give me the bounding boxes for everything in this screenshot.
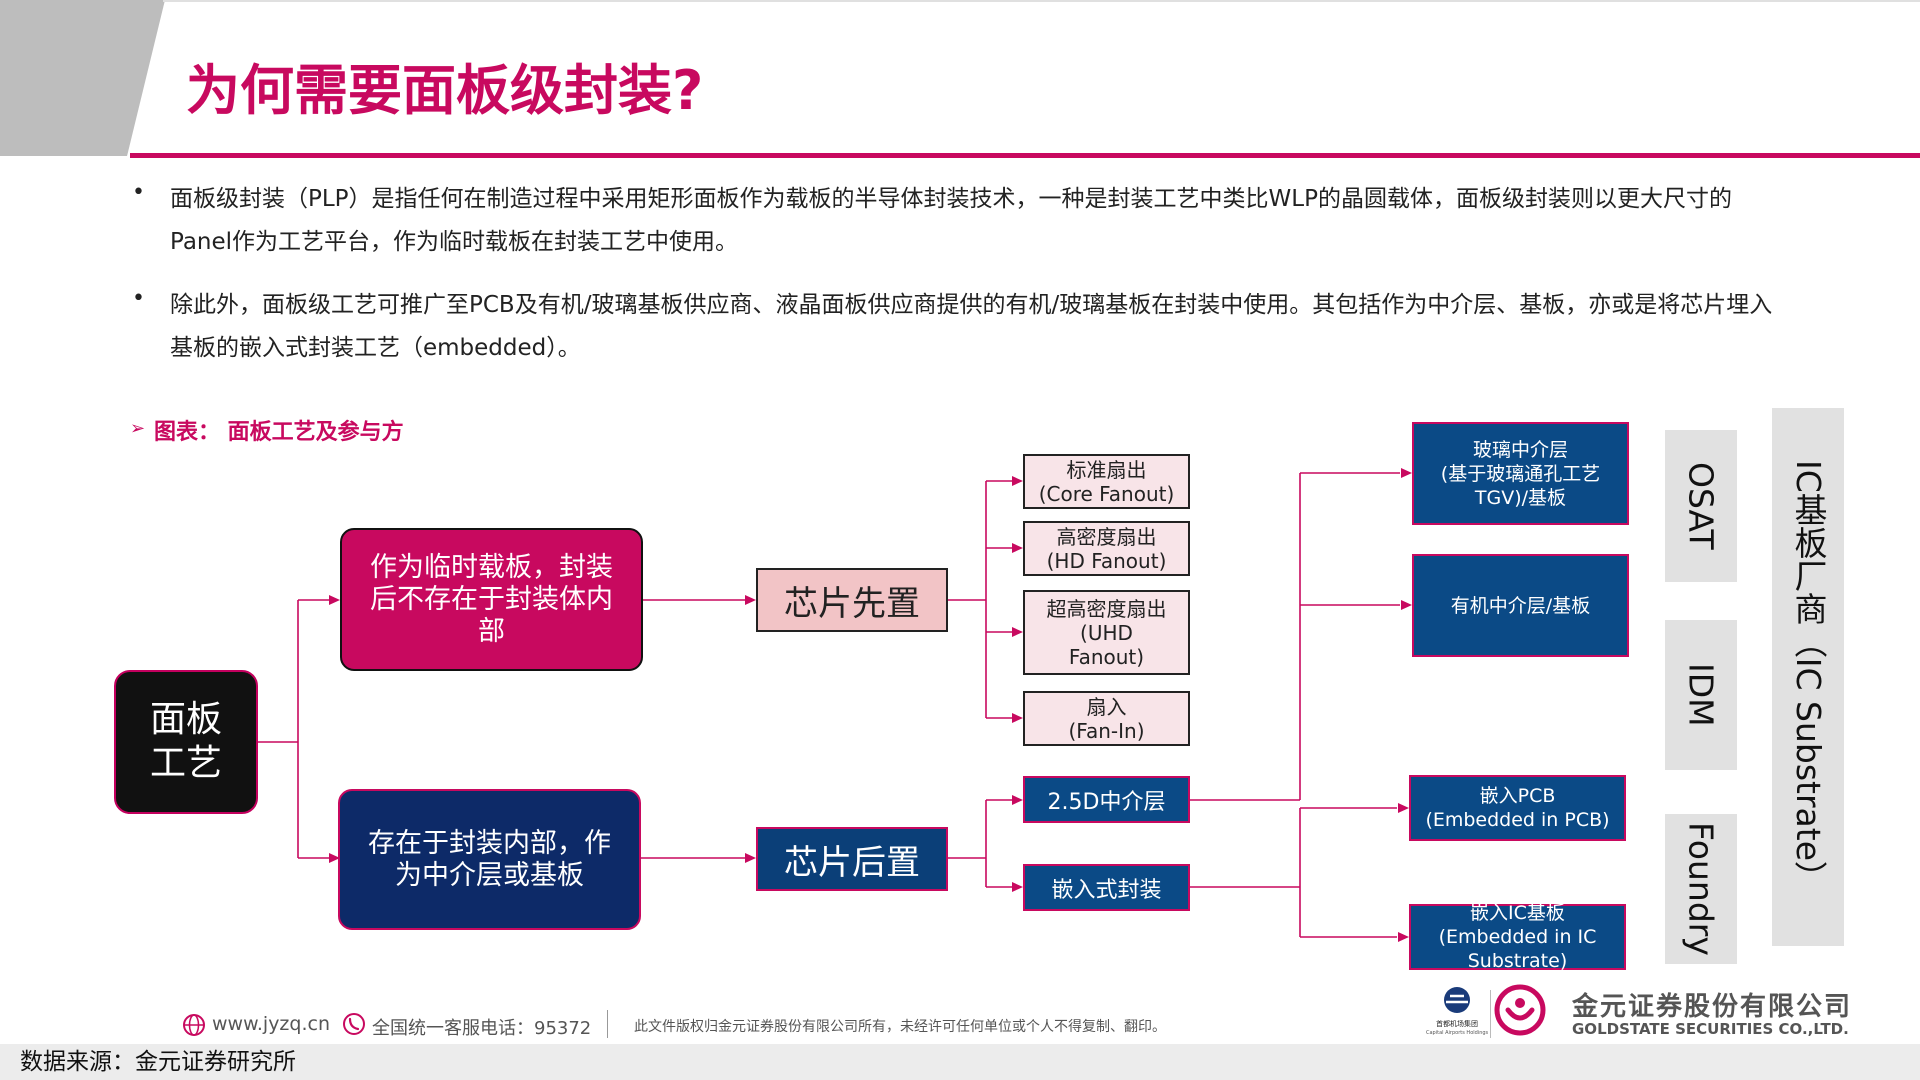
bullet-2: 除此外，面板级工艺可推广至PCB及有机/玻璃基板供应商、液晶面板供应商提供的有机… (170, 284, 1870, 370)
bullet-marker: • (132, 286, 145, 311)
bullet-1-line-2: Panel作为工艺平台，作为临时载板在封装工艺中使用。 (170, 229, 739, 255)
node-organic-interposer: 有机中介层/基板 (1412, 554, 1629, 657)
company-name-cn: 金元证券股份有限公司 (1572, 992, 1853, 1022)
globe-icon (182, 1013, 206, 1037)
vendor-osat: OSAT (1665, 430, 1737, 582)
node-panel-process: 面板 工艺 (114, 670, 258, 814)
bullet-1: 面板级封装（PLP）是指任何在制造过程中采用矩形面板作为载板的半导体封装技术，一… (170, 178, 1870, 264)
partner-name-cn: 首都机场集团 (1436, 1020, 1478, 1028)
node-glass-interposer: 玻璃中介层 (基于玻璃通孔工艺 TGV)/基板 (1412, 422, 1629, 525)
bullet-2-line-1: 除此外，面板级工艺可推广至PCB及有机/玻璃基板供应商、液晶面板供应商提供的有机… (170, 292, 1773, 318)
page-title: 为何需要面板级封装? (186, 59, 704, 122)
header-rule (130, 153, 1920, 158)
vendor-foundry: Foundry (1665, 814, 1737, 964)
node-embedded-ic-substrate: 嵌入IC基板 (Embedded in IC Substrate) (1409, 902, 1626, 972)
source-bar (0, 1044, 1920, 1080)
node-core-fanout: 标准扇出 (Core Fanout) (1023, 454, 1190, 509)
node-inside-package: 存在于封装内部，作 为中介层或基板 (338, 789, 641, 930)
partner-logo: 首都机场集团 Capital Airports Holdings (1426, 985, 1488, 1041)
node-embedded-package: 嵌入式封装 (1023, 864, 1190, 911)
phone-icon (342, 1012, 366, 1036)
bullet-2-line-2: 基板的嵌入式封装工艺（embedded）。 (170, 335, 581, 361)
node-temporary-carrier: 作为临时载板，封装 后不存在于封装体内 部 (340, 528, 643, 671)
partner-emblem-icon (1444, 987, 1470, 1013)
node-uhd-fanout: 超高密度扇出 (UHD Fanout) (1023, 590, 1190, 675)
vendor-idm: IDM (1665, 620, 1737, 770)
node-2-5d-interposer: 2.5D中介层 (1023, 776, 1190, 823)
footer-hotline: 全国统一客服电话：95372 (372, 1018, 592, 1039)
bullet-1-line-1: 面板级封装（PLP）是指任何在制造过程中采用矩形面板作为载板的半导体封装技术，一… (170, 186, 1732, 212)
header-top-line (163, 0, 1920, 2)
node-embedded-pcb: 嵌入PCB (Embedded in PCB) (1409, 775, 1626, 841)
vendor-ic-substrate: IC基板厂商（IC Substrate） (1772, 408, 1844, 946)
bullet-marker: • (132, 180, 145, 205)
company-logo-icon (1494, 984, 1546, 1036)
source-note: 数据来源：金元证券研究所 (20, 1049, 296, 1075)
footer-divider (607, 1010, 608, 1038)
node-fan-in: 扇入 (Fan-In) (1023, 691, 1190, 746)
footer-website[interactable]: www.jyzq.cn (212, 1013, 330, 1035)
footer-copyright: 此文件版权归金元证券股份有限公司所有，未经许可任何单位或个人不得复制、翻印。 (634, 1019, 1166, 1035)
company-name-en: GOLDSTATE SECURITIES CO.,LTD. (1572, 1020, 1849, 1038)
node-chip-first: 芯片先置 (756, 568, 948, 632)
caption-arrow-icon: ➢ (130, 418, 146, 439)
node-hd-fanout: 高密度扇出 (HD Fanout) (1023, 521, 1190, 576)
logo-divider (1490, 990, 1491, 1038)
node-chip-last: 芯片后置 (756, 827, 948, 891)
figure-caption: 图表： 面板工艺及参与方 (154, 420, 404, 445)
partner-name-en: Capital Airports Holdings (1426, 1030, 1489, 1036)
